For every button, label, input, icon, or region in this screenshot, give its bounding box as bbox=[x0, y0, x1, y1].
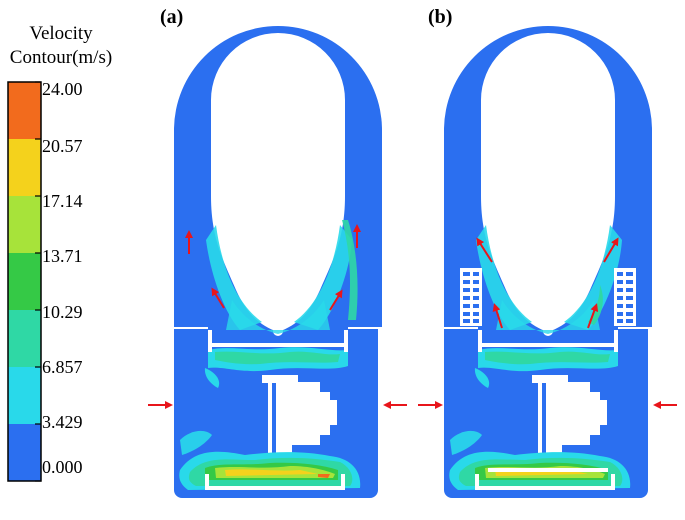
legend-tick-6: 3.429 bbox=[42, 412, 83, 432]
legend-band bbox=[8, 82, 41, 140]
legend-title-line1: Velocity bbox=[29, 23, 93, 44]
inner-hole-b bbox=[481, 33, 615, 332]
flow-arrow bbox=[492, 303, 503, 329]
legend-tick-3: 13.71 bbox=[42, 246, 83, 266]
grille-left bbox=[460, 268, 482, 326]
flow-arrow bbox=[476, 237, 493, 263]
center-column-a bbox=[268, 375, 292, 455]
flow-arrow bbox=[587, 303, 599, 329]
legend-tick-1: 20.57 bbox=[42, 136, 83, 156]
legend-band bbox=[8, 367, 41, 425]
legend-band bbox=[8, 196, 41, 254]
flow-arrow bbox=[211, 287, 225, 309]
legend-ticks bbox=[35, 81, 41, 482]
legend-tick-2: 17.14 bbox=[42, 191, 83, 211]
legend-band bbox=[8, 424, 41, 482]
flow-arrow bbox=[603, 237, 619, 263]
contour-panel-a bbox=[148, 26, 407, 498]
inner-hole-a bbox=[211, 33, 345, 332]
legend-tick-5: 6.857 bbox=[42, 357, 83, 377]
center-column-b bbox=[538, 375, 562, 455]
motor-block-a bbox=[292, 382, 337, 445]
flow-arrow bbox=[329, 289, 343, 311]
legend-band bbox=[8, 310, 41, 368]
panel-label-b: (b) bbox=[428, 6, 453, 28]
contour-panel-b bbox=[418, 26, 677, 498]
legend-frame bbox=[7, 81, 42, 482]
legend-band bbox=[8, 253, 41, 311]
legend-bands bbox=[8, 82, 41, 482]
legend-title-line2: Contour(m/s) bbox=[9, 47, 113, 68]
top-notch-a bbox=[274, 34, 282, 42]
legend-tick-0: 24.00 bbox=[42, 79, 83, 99]
legend-tick-4: 10.29 bbox=[42, 302, 83, 322]
grille-right bbox=[614, 268, 636, 326]
legend-tick-7: 0.000 bbox=[42, 457, 83, 477]
legend-band bbox=[8, 139, 41, 197]
motor-block-b bbox=[562, 382, 607, 445]
panel-label-a: (a) bbox=[160, 6, 184, 28]
